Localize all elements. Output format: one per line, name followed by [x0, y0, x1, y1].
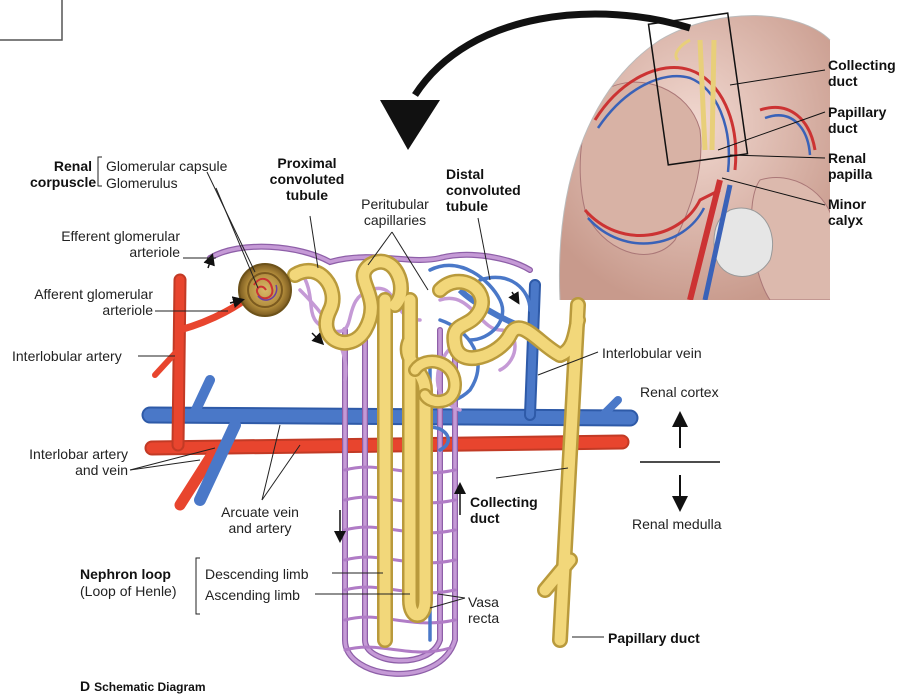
glomerular-capsule-label: Glomerular capsule — [106, 158, 227, 174]
interlobular-vein-label: Interlobular vein — [602, 345, 702, 361]
region-marker — [640, 415, 720, 508]
glomerulus — [239, 264, 291, 316]
nephron-loop-label: Nephron loop — [80, 566, 171, 582]
zoom-arrow-head — [380, 100, 440, 150]
frame-corner — [0, 0, 62, 40]
caption-text: Schematic Diagram — [94, 680, 205, 694]
figure-caption: D Schematic Diagram — [80, 678, 206, 694]
caption-letter: D — [80, 678, 90, 694]
loop-of-henle-label: (Loop of Henle) — [80, 583, 177, 599]
descending-limb-label: Descending limb — [205, 566, 309, 582]
renal-cortex-label: Renal cortex — [640, 384, 719, 400]
glomerulus-label: Glomerulus — [106, 175, 178, 191]
papillary-duct-label: Papillary duct — [608, 630, 700, 646]
interlobular-artery-label: Interlobular artery — [12, 348, 122, 364]
ascending-limb-label: Ascending limb — [205, 587, 300, 603]
kidney-inset — [550, 0, 840, 310]
renal-medulla-label: Renal medulla — [632, 516, 722, 532]
